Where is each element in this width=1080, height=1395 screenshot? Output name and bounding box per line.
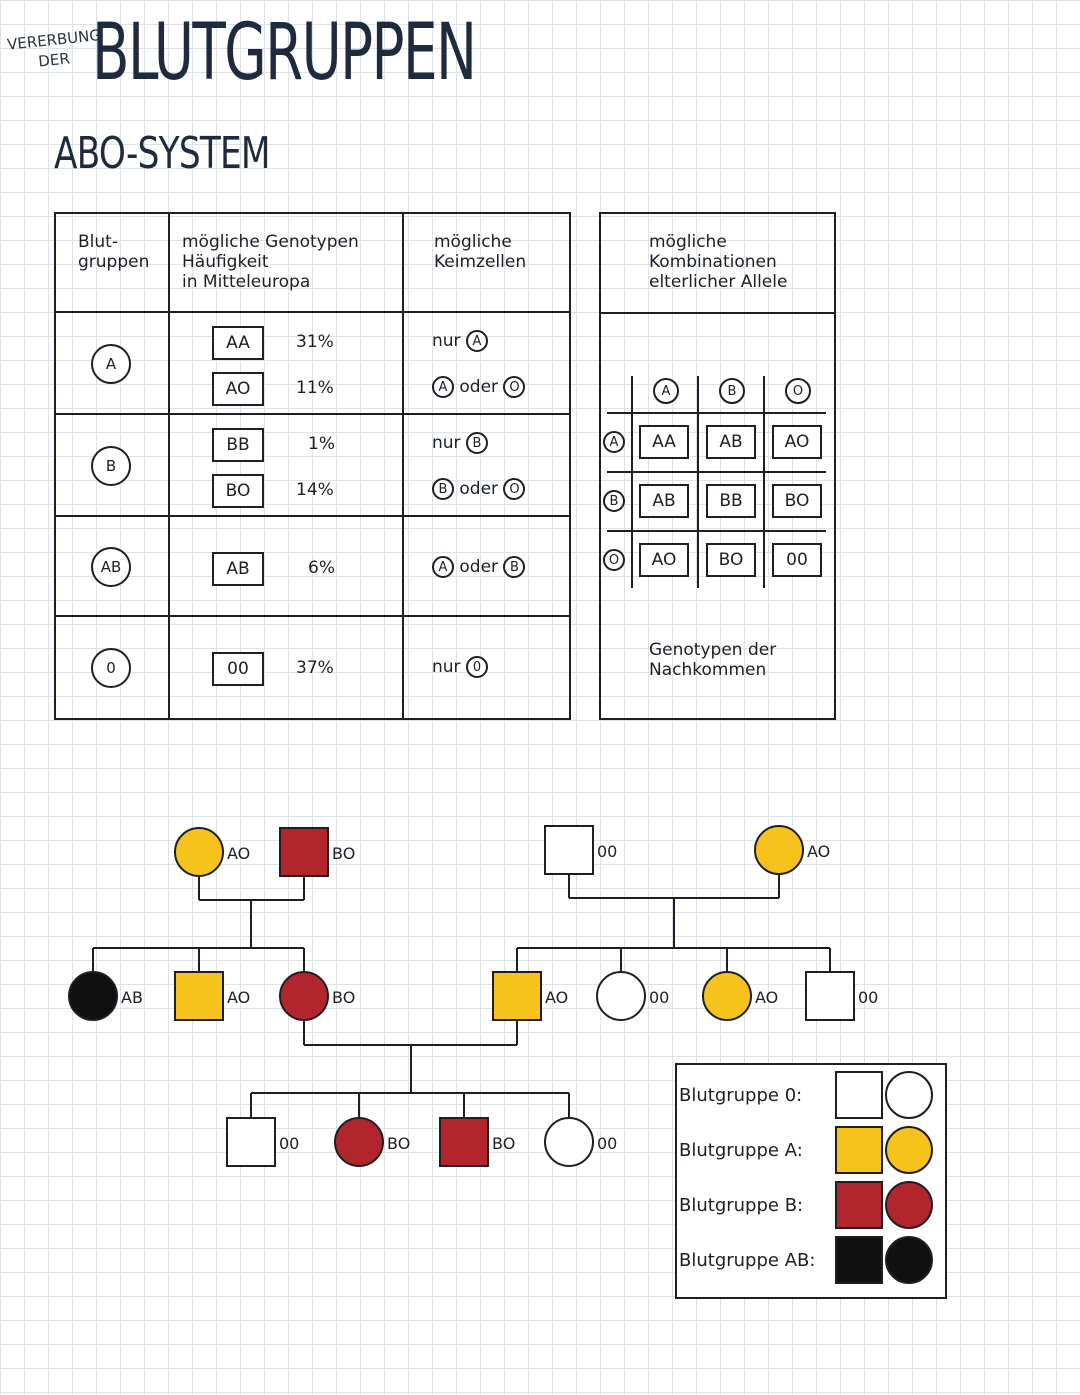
title-prefix: VERERBUNG DER	[6, 25, 102, 74]
genotype-table: Blut- gruppen mögliche Genotypen Häufigk…	[54, 212, 571, 720]
punnett-cell: AB	[639, 484, 689, 518]
punnett-cell: BB	[706, 484, 756, 518]
bloodgroup-0-circle: 0	[91, 648, 131, 688]
punnett-cell: 00	[772, 543, 822, 577]
genotype-label: 00	[858, 988, 878, 1007]
bloodgroup-ab-circle: AB	[91, 547, 131, 587]
genotype-box: BO	[212, 474, 264, 508]
legend-symbols	[835, 1071, 933, 1284]
punnett-footer: Genotypen der Nachkommen	[649, 640, 777, 680]
bloodgroup-b-circle: B	[91, 446, 131, 486]
gamete-cell: nur B	[432, 432, 488, 454]
legend-label-0: Blutgruppe 0:	[679, 1085, 803, 1106]
page-title: BLUTGRUPPEN	[92, 8, 477, 98]
genotype-label: AO	[755, 988, 778, 1007]
genotype-label: AO	[807, 842, 830, 861]
allele-row-a: A	[603, 431, 625, 453]
punnett-cell: AO	[639, 543, 689, 577]
genotype-label: AO	[545, 988, 568, 1007]
gamete-cell: nur A	[432, 330, 488, 352]
frequency: 11%	[296, 378, 334, 398]
gamete-cell: nur 0	[432, 656, 488, 678]
male-symbol-a	[492, 971, 542, 1021]
female-symbol-ab	[68, 971, 118, 1021]
frequency: 14%	[296, 480, 334, 500]
punnett-grid	[599, 212, 836, 720]
female-symbol-a	[174, 827, 224, 877]
genotype-label: 00	[649, 988, 669, 1007]
page-subtitle: ABO-SYSTEM	[54, 128, 271, 179]
female-symbol-b	[334, 1117, 384, 1167]
legend-circle-b	[885, 1181, 933, 1229]
genotype-label: AO	[227, 988, 250, 1007]
genotype-label: 00	[597, 1134, 617, 1153]
genotype-label: AO	[227, 844, 250, 863]
punnett-cell: AO	[772, 425, 822, 459]
legend-square-ab	[835, 1236, 883, 1284]
legend-square-o	[835, 1071, 883, 1119]
allele-row-b: B	[603, 490, 625, 512]
female-symbol-o	[596, 971, 646, 1021]
punnett-header: mögliche Kombinationen elterlicher Allel…	[649, 232, 788, 292]
legend-square-b	[835, 1181, 883, 1229]
bloodgroup-a-circle: A	[91, 344, 131, 384]
genotype-label: BO	[492, 1134, 515, 1153]
genotype-label: BO	[332, 844, 355, 863]
male-symbol-o	[226, 1117, 276, 1167]
female-symbol-a	[754, 825, 804, 875]
header-gametes: mögliche Keimzellen	[434, 232, 527, 272]
genotype-label: BO	[332, 988, 355, 1007]
legend-label-ab: Blutgruppe AB:	[679, 1250, 816, 1271]
genotype-box: 00	[212, 652, 264, 686]
gamete-cell: A oder O	[432, 376, 526, 398]
genotype-box: BB	[212, 428, 264, 462]
legend-circle-o	[885, 1071, 933, 1119]
punnett-cell: AA	[639, 425, 689, 459]
table-grid	[54, 212, 571, 720]
legend-label-b: Blutgruppe B:	[679, 1195, 804, 1216]
frequency: 37%	[296, 658, 334, 678]
genotype-box: AA	[212, 326, 264, 360]
gamete-cell: B oder O	[432, 478, 526, 500]
punnett-box: mögliche Kombinationen elterlicher Allel…	[599, 212, 836, 720]
punnett-cell: BO	[706, 543, 756, 577]
legend-square-a	[835, 1126, 883, 1174]
header-genotypes: mögliche Genotypen Häufigkeit in Mittele…	[182, 232, 359, 292]
female-symbol-o	[544, 1117, 594, 1167]
male-symbol-b	[279, 827, 329, 877]
gamete-cell: A oder B	[432, 556, 526, 578]
allele-col-o: O	[785, 378, 811, 404]
frequency: 31%	[296, 332, 334, 352]
male-symbol-o	[544, 825, 594, 875]
genotype-label: 00	[279, 1134, 299, 1153]
legend-label-a: Blutgruppe A:	[679, 1140, 803, 1161]
female-symbol-a	[702, 971, 752, 1021]
male-symbol-b	[439, 1117, 489, 1167]
allele-col-b: B	[719, 378, 745, 404]
frequency: 1%	[308, 434, 335, 454]
female-symbol-b	[279, 971, 329, 1021]
male-symbol-o	[805, 971, 855, 1021]
genotype-box: AO	[212, 372, 264, 406]
frequency: 6%	[308, 558, 335, 578]
allele-row-o: O	[603, 549, 625, 571]
genotype-label: AB	[121, 988, 143, 1007]
punnett-cell: AB	[706, 425, 756, 459]
genotype-label: 00	[597, 842, 617, 861]
punnett-cell: BO	[772, 484, 822, 518]
legend-box: Blutgruppe 0: Blutgruppe A: Blutgruppe B…	[675, 1063, 947, 1299]
genotype-box: AB	[212, 552, 264, 586]
header-bloodgroup: Blut- gruppen	[78, 232, 150, 272]
male-symbol-a	[174, 971, 224, 1021]
legend-circle-ab	[885, 1236, 933, 1284]
legend-circle-a	[885, 1126, 933, 1174]
genotype-label: BO	[387, 1134, 410, 1153]
allele-col-a: A	[653, 378, 679, 404]
